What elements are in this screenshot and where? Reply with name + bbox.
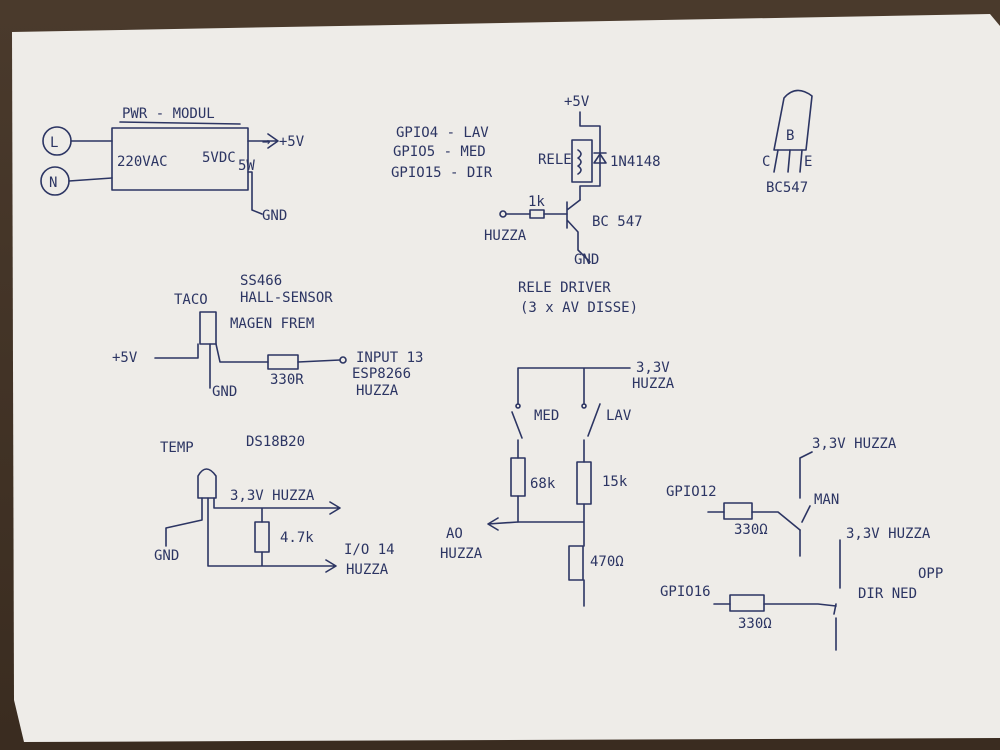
- resistor-470: [568, 545, 584, 581]
- taco-input: INPUT 13: [356, 350, 423, 366]
- taco-sensor-type: HALL-SENSOR: [240, 290, 333, 306]
- taco-huzza: HUZZA: [356, 383, 399, 399]
- taco-part: SS466: [240, 273, 282, 289]
- relay-caption-2: (3 x AV DISSE): [520, 300, 638, 316]
- taco-chip: ESP8266: [352, 366, 411, 382]
- switch-a-supply: 3,3V HUZZA: [812, 436, 897, 452]
- temp-supply: 3,3V HUZZA: [230, 488, 315, 504]
- plus5-label: → +5V: [262, 134, 305, 150]
- ladder-r1: 68k: [530, 476, 556, 492]
- power-gnd-label: GND: [262, 208, 287, 224]
- transistor-pinout: B C E BC547: [762, 89, 813, 196]
- pullup-resistor: [254, 521, 270, 553]
- switch-man: MAN: [814, 492, 839, 508]
- power-out-label: 5VDC: [202, 150, 236, 166]
- resistor-330-a: [723, 502, 753, 520]
- relay-coil: [571, 139, 593, 183]
- ladder-ao: AO: [446, 526, 463, 542]
- resistor-330-b: [729, 594, 765, 612]
- gpio-list: GPIO4 - LAV GPIO5 - MED GPIO15 - DIR: [391, 125, 493, 181]
- hall-sensor-body: [199, 311, 217, 345]
- node-l-label: L: [50, 135, 58, 151]
- ladder-lav: LAV: [606, 408, 632, 424]
- temp-huzza: HUZZA: [346, 562, 389, 578]
- flyback-diode: [593, 153, 607, 164]
- switch-r-a: 330Ω: [734, 522, 768, 538]
- relay-gnd-label: GND: [574, 252, 599, 268]
- temp-sensor: TEMP DS18B20 3,3V HUZZA 4.7k I/O 14 HUZZ…: [154, 434, 395, 578]
- taco-gnd: GND: [212, 384, 237, 400]
- switch-opp: OPP: [918, 566, 943, 582]
- resistor-15k: [576, 461, 592, 505]
- switch-dir: DIR NED: [858, 586, 917, 602]
- temp-title: TEMP: [160, 440, 194, 456]
- gpio-line-3: GPIO15 - DIR: [391, 165, 493, 181]
- pin-e: E: [804, 154, 812, 170]
- pin-b: B: [786, 128, 794, 144]
- resistor-68k: [510, 457, 526, 497]
- mode-switches: 3,3V HUZZA MAN GPIO12 330Ω 3,3V HUZZA OP…: [660, 436, 943, 651]
- ladder-r3: 470Ω: [590, 554, 624, 570]
- temp-part: DS18B20: [246, 434, 305, 450]
- pin-c: C: [762, 154, 770, 170]
- taco-magnet: MAGEN FREM: [230, 316, 314, 332]
- taco-title: TACO: [174, 292, 208, 308]
- relay-driver: +5V RELE 1N4148 1k BC 547 HUZZA GND RELE…: [484, 94, 661, 316]
- switch-r-b: 330Ω: [738, 616, 772, 632]
- ladder-supply: 3,3V: [636, 360, 670, 376]
- pinout-part: BC547: [766, 180, 808, 196]
- taco-vcc: +5V: [112, 350, 138, 366]
- ladder-supply2: HUZZA: [632, 376, 675, 392]
- power-in-label: 220VAC: [117, 154, 168, 170]
- switch-b-supply: 3,3V HUZZA: [846, 526, 931, 542]
- taco-sensor: SS466 TACO HALL-SENSOR MAGEN FREM +5V GN…: [112, 273, 423, 400]
- relay-vcc: +5V: [564, 94, 590, 110]
- relay-huzza-label: HUZZA: [484, 228, 527, 244]
- transistor-label: BC 547: [592, 214, 643, 230]
- ladder-med: MED: [534, 408, 559, 424]
- base-resistor-label: 1k: [528, 194, 545, 210]
- ladder-r2: 15k: [602, 474, 628, 490]
- ds18b20-body: [197, 468, 217, 499]
- relay-label: RELE: [538, 152, 572, 168]
- node-n-label: N: [49, 175, 57, 191]
- power-module-title: PWR - MODUL: [122, 106, 215, 122]
- paper-sheet: [12, 14, 1000, 742]
- gpio-line-2: GPIO5 - MED: [393, 144, 486, 160]
- temp-resistor-label: 4.7k: [280, 530, 314, 546]
- taco-resistor-label: 330R: [270, 372, 304, 388]
- relay-caption-1: RELE DRIVER: [518, 280, 611, 296]
- ladder-ao-huzza: HUZZA: [440, 546, 483, 562]
- diode-label: 1N4148: [610, 154, 661, 170]
- power-watt-label: 5W: [238, 158, 255, 174]
- switch-gpio12: GPIO12: [666, 484, 717, 500]
- temp-io: I/O 14: [344, 542, 395, 558]
- taco-resistor: [267, 354, 299, 370]
- power-module: L N PWR - MODUL 220VAC 5VDC 5W → +5V GND: [40, 106, 305, 224]
- switch-gpio16: GPIO16: [660, 584, 711, 600]
- temp-gnd: GND: [154, 548, 179, 564]
- resistor-ladder: 3,3V HUZZA MED LAV 68k 15k 470Ω AO HUZZA: [440, 360, 675, 607]
- power-module-box: [111, 127, 249, 191]
- gpio-line-1: GPIO4 - LAV: [396, 125, 489, 141]
